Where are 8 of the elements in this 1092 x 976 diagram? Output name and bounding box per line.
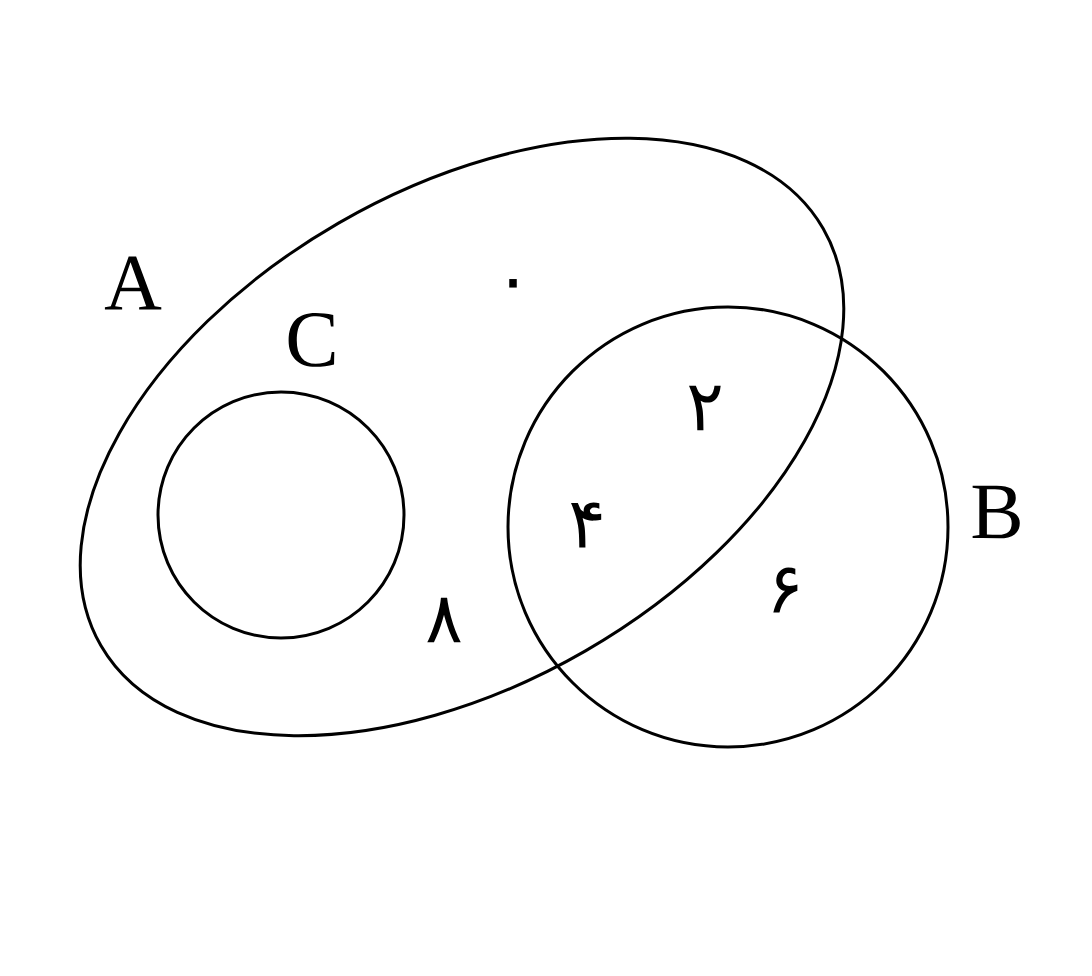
region-number: ۰ <box>509 279 517 288</box>
region-number: ۸ <box>427 597 461 643</box>
region-number: ۲ <box>689 385 721 431</box>
region-number: ۴ <box>571 502 602 548</box>
set-letter: A <box>104 256 162 310</box>
set-letter: B <box>972 485 1020 539</box>
region-number: ۶ <box>773 567 798 613</box>
set-letter: C <box>288 313 335 367</box>
